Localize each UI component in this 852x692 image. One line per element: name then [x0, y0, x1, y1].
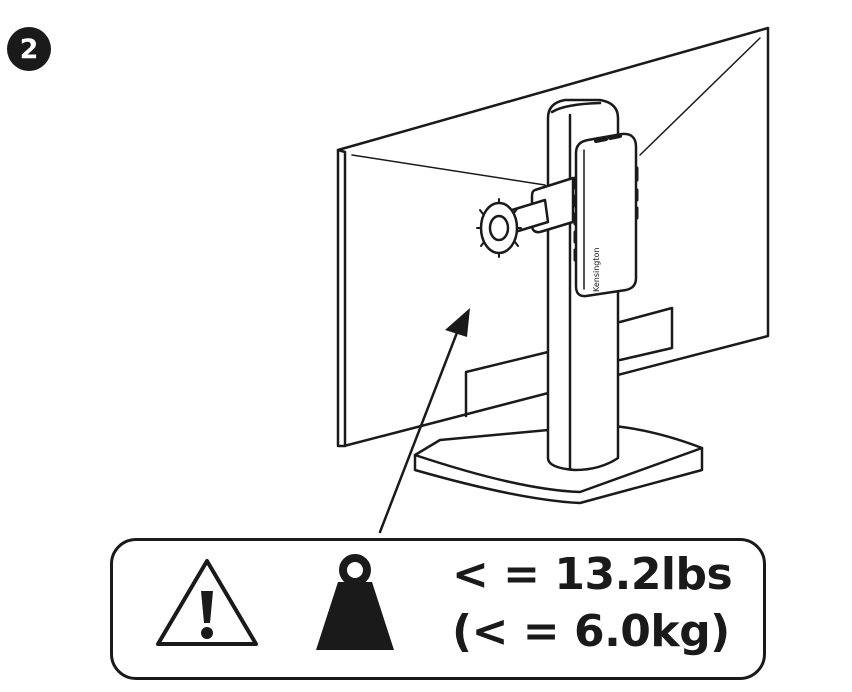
brand-label: Kensington — [592, 248, 601, 292]
weight-limit-kg: (< = 6.0kg) — [452, 606, 730, 657]
weight-limit-panel — [110, 538, 766, 680]
pointer-arrow-line — [378, 328, 460, 534]
pointer-arrowhead — [445, 308, 470, 337]
weight-limit-lbs: < = 13.2lbs — [452, 549, 733, 600]
docking-station — [574, 132, 638, 298]
weight-icon — [316, 554, 394, 650]
warning-triangle-icon — [156, 559, 258, 646]
step-number-badge: 2 — [7, 27, 51, 71]
